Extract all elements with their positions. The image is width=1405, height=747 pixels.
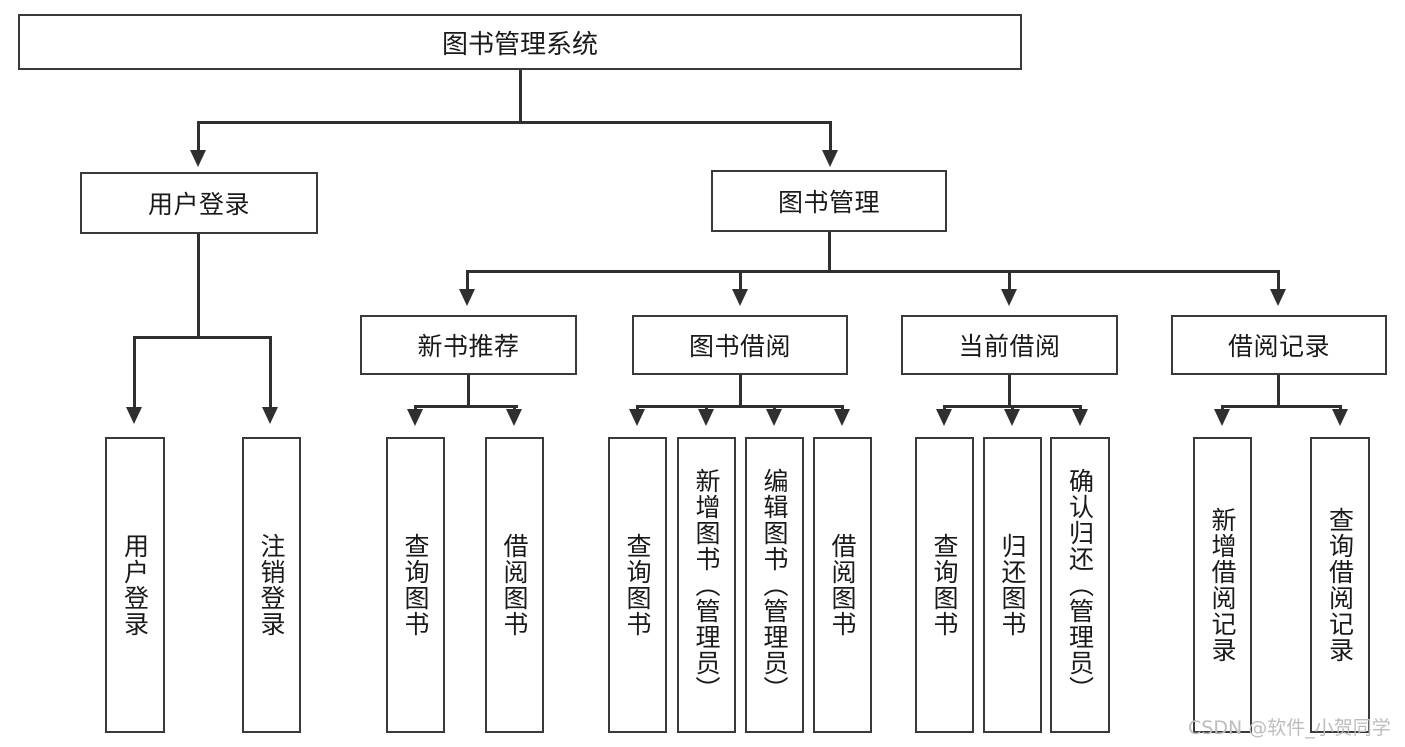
edge-new-book-recommend-stem xyxy=(467,375,470,407)
node-label: 借阅记录 xyxy=(1227,332,1330,361)
edge-bb-drop-4 xyxy=(841,405,844,411)
arrow-leaf-query-borrow-record xyxy=(1332,409,1348,426)
node-current-borrow[interactable]: 当前借阅 xyxy=(901,315,1118,375)
node-new-book-recommend[interactable]: 新书推荐 xyxy=(360,315,577,375)
node-label: 当前借阅 xyxy=(958,332,1061,361)
arrow-leaf-return-book xyxy=(1004,409,1020,426)
arrow-to-book-management xyxy=(822,150,838,167)
arrow-leaf-user-login xyxy=(126,407,142,424)
leaf-add-borrow-record[interactable]: 新增借阅记录 xyxy=(1193,437,1252,733)
node-book-management[interactable]: 图书管理 xyxy=(711,170,947,232)
node-label: 新增借阅记录 xyxy=(1208,507,1237,663)
edge-to-book-management xyxy=(829,121,832,153)
arrow-to-user-login xyxy=(190,150,206,167)
node-label: 用户登录 xyxy=(120,533,150,637)
edge-cb-drop-2 xyxy=(1011,405,1014,411)
arrow-to-new-book-recommend xyxy=(459,289,475,306)
csdn-watermark: CSDN @软件_小贺同学 xyxy=(1188,717,1391,739)
node-root-book-management-system[interactable]: 图书管理系统 xyxy=(18,14,1022,70)
leaf-query-book-current[interactable]: 查询图书 xyxy=(915,437,974,733)
node-borrow-record[interactable]: 借阅记录 xyxy=(1171,315,1387,375)
arrow-leaf-add-book xyxy=(698,409,714,426)
node-label: 图书管理 xyxy=(777,188,880,217)
node-user-login[interactable]: 用户登录 xyxy=(80,172,318,234)
edge-bb-drop-1 xyxy=(636,405,639,411)
node-label: 新书推荐 xyxy=(417,332,520,361)
edge-to-user-login xyxy=(197,121,200,153)
leaf-user-login[interactable]: 用户登录 xyxy=(105,437,165,733)
node-book-borrow[interactable]: 图书借阅 xyxy=(632,315,848,375)
leaf-return-book[interactable]: 归还图书 xyxy=(983,437,1042,733)
edge-user-login-drop-2 xyxy=(269,336,272,410)
edge-book-borrow-stem xyxy=(739,375,742,407)
node-label: 图书管理系统 xyxy=(441,29,598,60)
arrow-leaf-add-borrow-record xyxy=(1214,409,1230,426)
leaf-borrow-book-recommend[interactable]: 借阅图书 xyxy=(485,437,544,733)
edge-br-drop-1 xyxy=(1221,405,1224,411)
leaf-add-book-admin[interactable]: 新增图书（管理员） xyxy=(677,437,736,733)
edge-new-book-recommend-bus xyxy=(414,405,518,408)
node-label: 查询图书 xyxy=(401,533,430,637)
node-label: 新增图书（管理员） xyxy=(692,468,721,702)
edge-br-drop-2 xyxy=(1339,405,1342,411)
edge-level3-bus xyxy=(466,270,1277,273)
edge-borrow-record-stem xyxy=(1277,375,1280,407)
arrow-leaf-query-book-2 xyxy=(629,409,645,426)
edge-user-login-bus xyxy=(134,336,271,339)
arrow-leaf-edit-book xyxy=(766,409,782,426)
leaf-logout-login[interactable]: 注销登录 xyxy=(242,437,301,733)
node-label: 图书借阅 xyxy=(688,332,791,361)
edge-to-new-book-recommend xyxy=(466,270,469,292)
edge-book-management-stem xyxy=(828,232,831,272)
edge-user-login-drop-1 xyxy=(133,336,136,410)
edge-nbr-drop-1 xyxy=(414,405,417,411)
arrow-to-book-borrow xyxy=(732,289,748,306)
arrow-to-current-borrow xyxy=(1001,289,1017,306)
node-label: 查询借阅记录 xyxy=(1325,507,1355,663)
edge-cb-drop-1 xyxy=(943,405,946,411)
node-label: 借阅图书 xyxy=(500,533,529,637)
arrow-leaf-borrow-book-1 xyxy=(506,409,522,426)
leaf-query-borrow-record[interactable]: 查询借阅记录 xyxy=(1310,437,1370,733)
arrow-leaf-query-book-3 xyxy=(936,409,952,426)
arrow-to-borrow-record xyxy=(1270,289,1286,306)
edge-nbr-drop-2 xyxy=(513,405,516,411)
arrow-leaf-logout-login xyxy=(262,407,278,424)
edge-root-stem xyxy=(519,70,522,122)
edge-bb-drop-3 xyxy=(773,405,776,411)
edge-to-book-borrow xyxy=(739,270,742,292)
edge-level1-bus xyxy=(198,121,832,124)
node-label: 查询图书 xyxy=(930,533,959,637)
edge-cb-drop-3 xyxy=(1079,405,1082,411)
node-label: 查询图书 xyxy=(623,533,652,637)
node-label: 编辑图书（管理员） xyxy=(760,468,789,702)
node-label: 确认归还（管理员） xyxy=(1065,468,1095,702)
node-label: 用户登录 xyxy=(147,190,250,219)
edge-book-borrow-bus xyxy=(636,405,843,408)
edge-to-current-borrow xyxy=(1008,270,1011,292)
leaf-query-book-borrow[interactable]: 查询图书 xyxy=(608,437,667,733)
arrow-leaf-confirm-return xyxy=(1072,409,1088,426)
edge-bb-drop-2 xyxy=(705,405,708,411)
leaf-edit-book-admin[interactable]: 编辑图书（管理员） xyxy=(745,437,804,733)
node-label: 借阅图书 xyxy=(828,533,857,637)
node-label: 注销登录 xyxy=(257,533,286,637)
leaf-confirm-return-admin[interactable]: 确认归还（管理员） xyxy=(1050,437,1110,733)
edge-borrow-record-bus xyxy=(1221,405,1340,408)
edge-user-login-stem xyxy=(197,234,200,338)
edge-to-borrow-record xyxy=(1277,270,1280,292)
edge-current-borrow-stem xyxy=(1008,375,1011,407)
node-label: 归还图书 xyxy=(998,533,1027,637)
leaf-query-book-recommend[interactable]: 查询图书 xyxy=(386,437,445,733)
arrow-leaf-borrow-book-2 xyxy=(834,409,850,426)
leaf-borrow-book[interactable]: 借阅图书 xyxy=(813,437,872,733)
arrow-leaf-query-book-1 xyxy=(407,409,423,426)
